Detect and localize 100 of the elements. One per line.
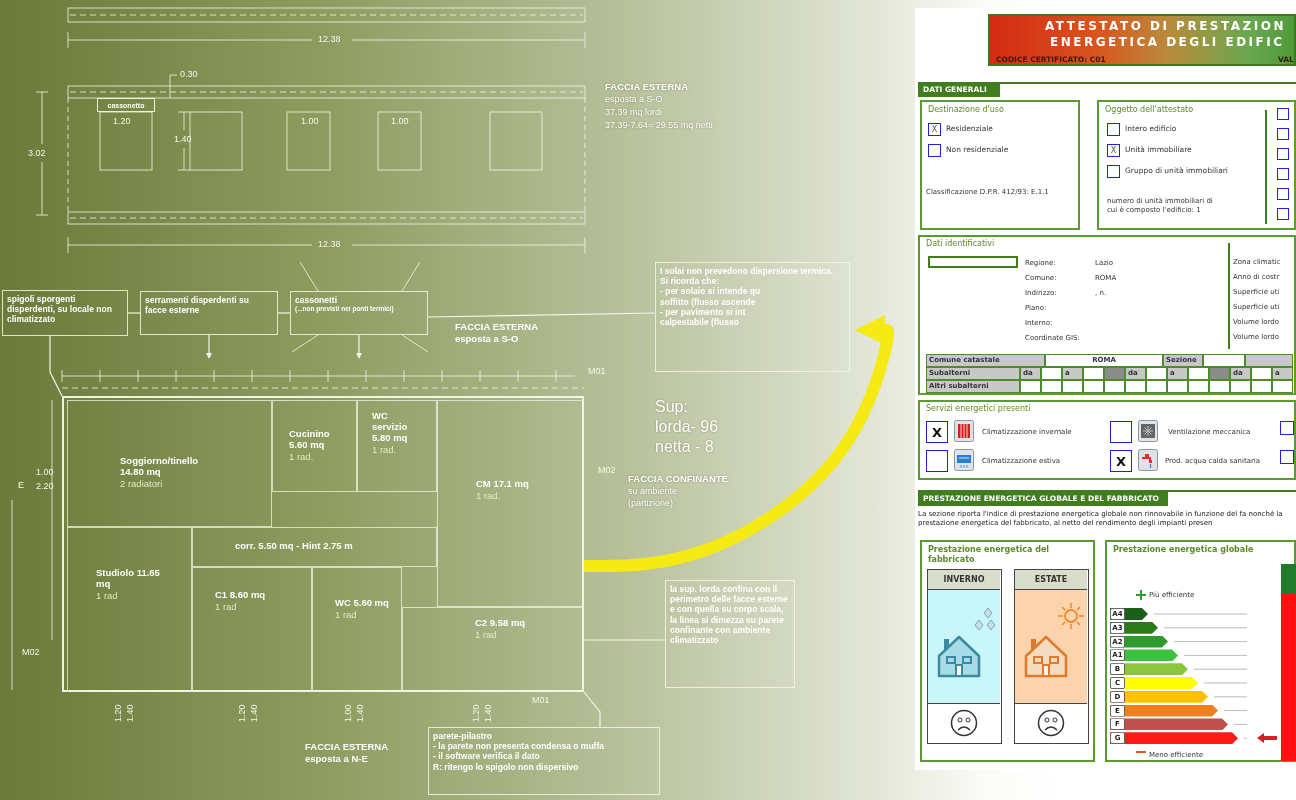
tag-box: [97, 98, 155, 112]
area-label: lorda- 96: [655, 418, 719, 436]
room-note: 1 rad.: [372, 444, 398, 456]
facade-note: 37.39-7.64= 29.55 mq netti: [605, 121, 713, 131]
panel-title: Dati identificativi: [926, 240, 995, 248]
facade-title: FACCIA ESTERNA: [305, 742, 389, 753]
room: [192, 567, 312, 692]
note-text: la sup. lorda confina con il perimetro delle facce esterne e con quella su corpo scala, la linea si dimezza su parete confinante con ambiente climatizzato: [670, 584, 789, 646]
note-text: soffitto (flusso ascende: [660, 296, 757, 307]
panel-title: Servizi energetici presenti: [926, 405, 1031, 413]
dimension-label: 1.20: [114, 704, 123, 722]
note-text: I solai non prevedono dispersione termica.: [660, 266, 834, 277]
arrow: [356, 334, 362, 359]
dimension-label: 0.30: [180, 70, 198, 79]
note-text: - per pavimento si int: [660, 306, 747, 317]
note-text: serramenti disperdenti su facce esterne: [145, 295, 250, 316]
panel-title: Prestazione energetica globale: [1113, 545, 1254, 555]
floor-plan-outline: [62, 396, 584, 692]
wall-label: M01: [532, 696, 550, 705]
dimension-label: 1.40: [126, 704, 135, 722]
room-label: corr. 5.50 mq - Hint 2.75 m: [235, 541, 354, 552]
connector-line: [277, 312, 291, 314]
title-banner: [988, 14, 1296, 66]
dimension-label: 1.20: [238, 704, 247, 722]
facade-note: esposta a S-O: [605, 95, 663, 105]
room-label: WC servizio 5.80 mq: [372, 411, 409, 444]
facade-note: 37.39 mq lordi: [605, 108, 663, 118]
note-box: [290, 291, 428, 335]
area-label: Sup:: [655, 398, 688, 416]
dimension-label: 1.40: [356, 704, 365, 722]
section-panel: [918, 400, 1296, 480]
dimension-label: 2.20: [36, 482, 54, 491]
facade-note: (partizione): [628, 499, 674, 509]
room-note: 1 rad: [215, 601, 238, 613]
energy-class-bar: [1110, 732, 1238, 745]
energy-class-bar: [1110, 663, 1188, 676]
room-label: Studiolo 11.65 mq: [96, 568, 161, 590]
section-tab: [918, 82, 1000, 97]
note-text: - la parete non presenta condensa o muffa: [433, 741, 605, 752]
note-box: [2, 290, 128, 336]
energy-class-bar: [1110, 690, 1208, 703]
connector-line: [127, 312, 141, 314]
dimension-label: 12.38: [318, 35, 341, 44]
checkbox: X: [926, 421, 948, 443]
section-panel: [920, 100, 1080, 230]
wall-label: M01: [588, 367, 606, 376]
room: [272, 400, 357, 492]
room: [67, 527, 192, 692]
note-text: parete-pilastro: [433, 731, 494, 742]
note-box: [428, 727, 660, 795]
energy-class-bar: [1110, 649, 1178, 662]
energy-class-bar: [1110, 718, 1228, 731]
wall-label: M02: [22, 648, 40, 657]
section-panel: [1105, 540, 1296, 762]
section-tab: [918, 490, 1168, 506]
room-note: 1 rad: [475, 629, 498, 641]
note-text: spigoli sporgenti disperdenti, su locale non climatizzato: [7, 294, 113, 325]
panel-header: ESTATE: [1015, 570, 1087, 590]
dimension-label: 1.00: [301, 117, 319, 126]
room: [357, 400, 437, 492]
panel-header: INVERNO: [928, 570, 1000, 590]
room-note: 1 rad.: [476, 490, 502, 502]
connector-line: [427, 312, 656, 318]
note-box: [140, 291, 278, 335]
dimension-label: 1.20: [472, 704, 481, 722]
room-label: CM 17.1 mq: [476, 479, 530, 490]
energy-class-bar: [1110, 608, 1148, 620]
panel-title: Destinazione d'uso: [928, 106, 1004, 114]
section-panel: [1097, 100, 1296, 230]
checkbox: X: [928, 123, 941, 136]
energy-class-bar: [1110, 635, 1168, 648]
facade-title: esposta a S-O: [455, 334, 519, 345]
room: [437, 400, 584, 607]
leader-line: [583, 691, 601, 728]
checkbox: X: [1110, 450, 1132, 472]
season-panel: [1014, 569, 1089, 744]
room: [192, 527, 437, 567]
dimension-label: 1.40: [174, 135, 192, 144]
title-text: ATTESTATO DI PRESTAZION: [1045, 20, 1286, 32]
note-text: cassonetti: [295, 295, 339, 306]
facade-note: su ambiente: [628, 487, 678, 497]
room-note: 1 rad: [335, 609, 358, 621]
note-text: - per solaio si intende qu: [660, 286, 762, 297]
panel-title: Prestazione energetica del fabbricato: [928, 545, 1051, 565]
dimension-label: 1.00: [36, 468, 54, 477]
wall-label: M02: [598, 466, 616, 475]
facade-title: FACCIA CONFINANTE: [628, 474, 728, 485]
note-text: R: ritengo lo spigolo non dispersivo: [433, 761, 580, 772]
room-label: WC 5.60 mq: [335, 598, 390, 609]
room-note: 1 rad.: [289, 451, 315, 463]
panel-title: Oggetto dell'attestato: [1105, 106, 1194, 114]
checkbox: X: [1107, 144, 1120, 157]
note-box: [655, 262, 850, 372]
wall-label: E: [18, 481, 24, 490]
leader-line: [583, 639, 666, 641]
dimension-label: 12.38: [318, 240, 341, 249]
arrow: [206, 334, 212, 359]
leader-line: [49, 335, 63, 397]
dimension-label: 3.02: [28, 149, 46, 158]
facade-title: FACCIA ESTERNA: [455, 322, 539, 333]
